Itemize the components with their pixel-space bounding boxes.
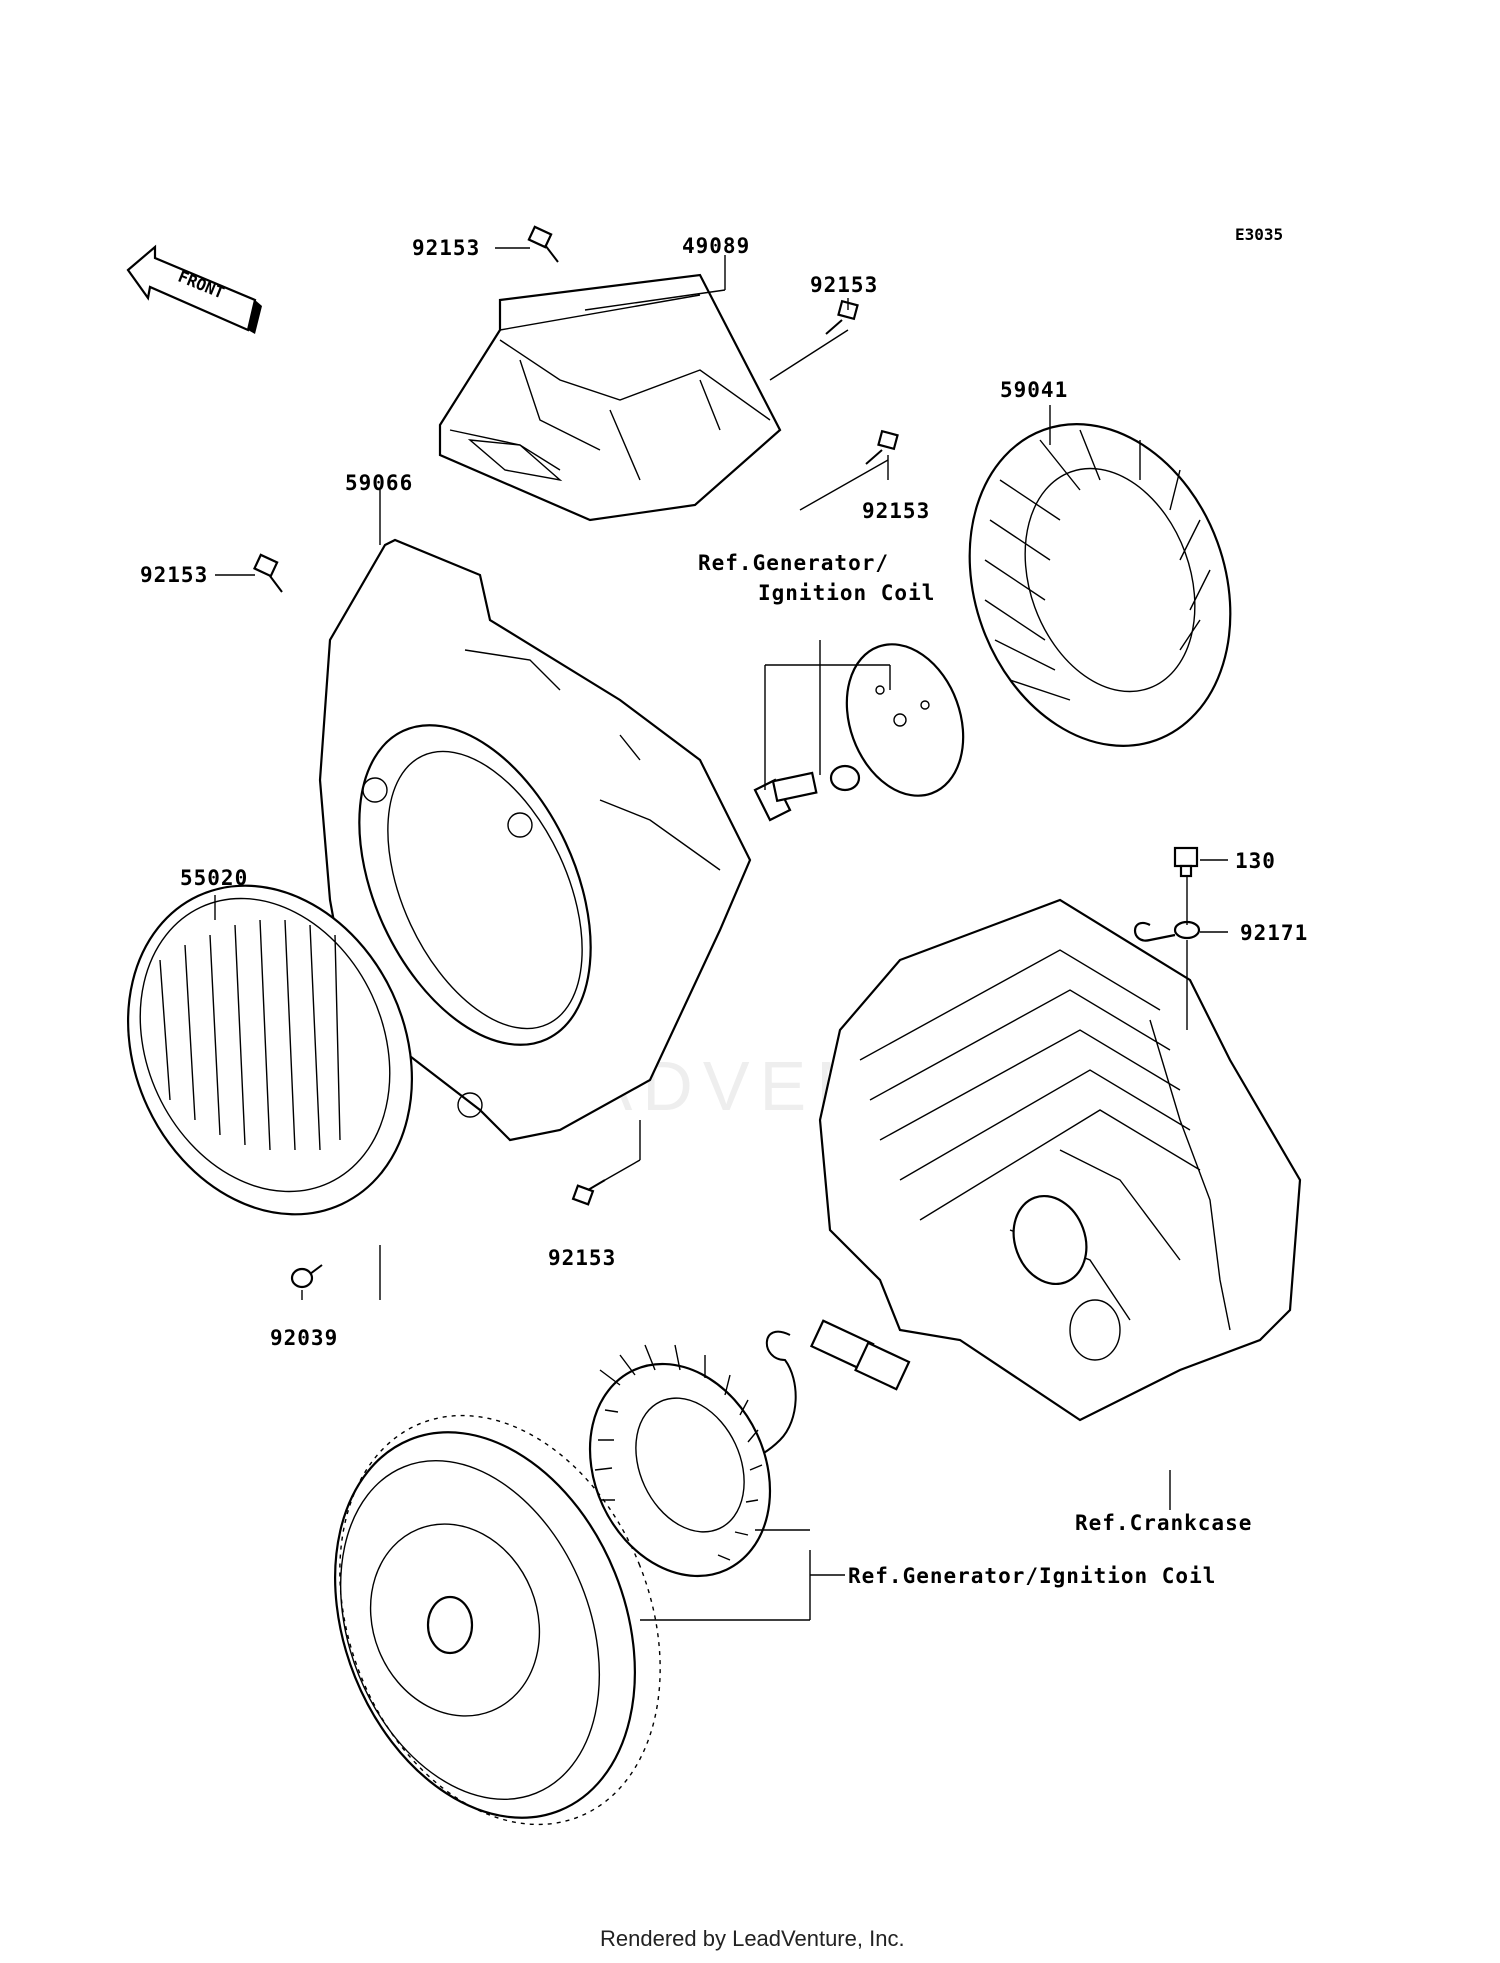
label-duct-cover-49089: 49089 — [682, 234, 750, 258]
bolt-130-icon — [1173, 846, 1199, 878]
label-bolt-92153-bottom: 92153 — [548, 1246, 616, 1270]
label-ref-generator-upper-1: Ref.Generator/ — [698, 551, 889, 575]
screw-92039-icon — [290, 1264, 323, 1289]
stator — [588, 1344, 772, 1578]
bolt-92153-right-icon — [825, 299, 859, 335]
footer-credit: Rendered by LeadVenture, Inc. — [600, 1926, 905, 1951]
generator-plate — [753, 643, 965, 822]
fan-59041 — [968, 423, 1232, 747]
diagram-code: E3035 — [1235, 225, 1283, 244]
shroud-59066 — [318, 538, 752, 1142]
bolt-92153-top-icon — [527, 225, 559, 263]
clamp-92171-icon — [1134, 920, 1201, 942]
screen-55020 — [127, 884, 413, 1216]
label-bolt-92153-right: 92153 — [810, 273, 878, 297]
bolt-icon — [753, 771, 818, 822]
label-bolt-92153-mid: 92153 — [862, 499, 930, 523]
label-screen-55020: 55020 — [180, 866, 248, 890]
label-bolt-92153-top: 92153 — [412, 236, 480, 260]
bolt-92153-mid-icon — [865, 429, 899, 465]
leader-lines — [214, 247, 1228, 1621]
connector — [719, 1319, 911, 1465]
label-bolt-130: 130 — [1235, 849, 1276, 873]
flywheel — [334, 1414, 661, 1826]
label-shroud-59066: 59066 — [345, 471, 413, 495]
duct-cover-49089 — [438, 273, 782, 522]
label-ref-generator-lower: Ref.Generator/Ignition Coil — [848, 1564, 1216, 1588]
bolt-92153-left-icon — [253, 553, 283, 593]
label-ref-generator-upper-2: Ignition Coil — [758, 581, 935, 605]
label-fan-59041: 59041 — [1000, 378, 1068, 402]
crankcase — [818, 898, 1302, 1422]
bolt-92153-bottom-icon — [571, 1179, 606, 1206]
label-bolt-92153-left: 92153 — [140, 563, 208, 587]
front-arrow-icon: FRONT — [126, 244, 262, 334]
label-clamp-92171: 92171 — [1240, 921, 1308, 945]
label-screw-92039: 92039 — [270, 1326, 338, 1350]
label-ref-crankcase: Ref.Crankcase — [1075, 1511, 1252, 1535]
